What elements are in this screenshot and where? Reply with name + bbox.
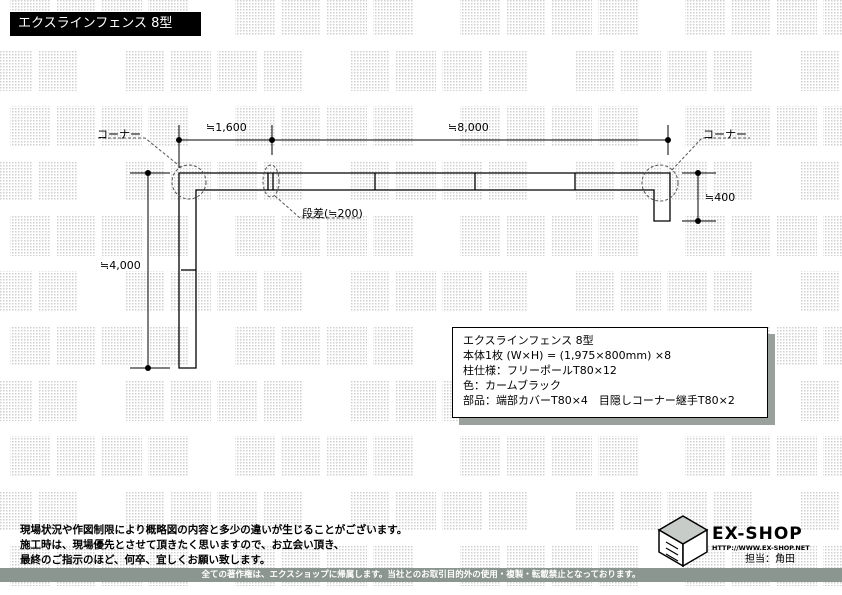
watermark-mark <box>235 436 413 476</box>
dim-right: ≒400 <box>705 191 736 204</box>
watermark-mark <box>800 271 840 311</box>
watermark-mark <box>125 491 303 531</box>
dim-top-left: ≒1,600 <box>206 121 247 134</box>
watermark-mark <box>10 216 188 256</box>
note-line: 現場状況や作図制限により概略図の内容と多少の違いが生じることがございます。 <box>20 524 408 536</box>
spec-line: 本体1枚 (W×H) = (1,975×800mm) ×8 <box>463 349 672 362</box>
spec-line: エクスラインフェンス 8型 <box>463 334 594 347</box>
watermark-mark <box>125 161 303 201</box>
logo-brand: EX-SHOP <box>712 524 803 544</box>
watermark-mark <box>685 216 842 256</box>
fence-outline <box>178 172 671 369</box>
watermark-mark <box>235 106 413 146</box>
watermark-mark <box>350 51 528 91</box>
watermark-mark <box>350 271 528 311</box>
watermark-mark <box>575 51 753 91</box>
watermark-mark <box>685 106 842 146</box>
watermark-mark <box>800 381 840 421</box>
corner-circle-right <box>641 164 679 202</box>
spec-line: 部品：端部カバーT80×4 目隠しコーナー継手T80×2 <box>463 394 735 407</box>
logo-url: HTTP://WWW.EX-SHOP.NET <box>712 544 810 552</box>
corner-label-right: コーナー <box>703 128 747 141</box>
watermark-mark <box>0 271 78 311</box>
watermark-mark <box>800 51 840 91</box>
watermark-mark <box>235 326 413 366</box>
note-line: 最終のご指示のほど、何卒、宜しくお願い致します。 <box>20 554 271 566</box>
watermark-mark <box>685 436 842 476</box>
watermark-mark <box>350 161 528 201</box>
watermark-mark <box>10 326 188 366</box>
watermark-mark <box>125 271 303 311</box>
page-title: エクスラインフェンス 8型 <box>10 12 201 36</box>
step-label: 段差(≒200) <box>302 207 363 220</box>
watermark-mark <box>460 216 638 256</box>
corner-label-left: コーナー <box>97 128 141 141</box>
dim-left: ≒4,000 <box>100 259 141 272</box>
spec-box: エクスラインフェンス 8型 本体1枚 (W×H) = (1,975×800mm)… <box>452 327 768 418</box>
watermark-mark <box>0 381 78 421</box>
watermark-mark <box>0 491 78 531</box>
watermark-mark <box>235 0 413 36</box>
logo: EX-SHOP HTTP://WWW.EX-SHOP.NET <box>712 524 810 553</box>
copyright-footer: 全ての著作権は、エクスショップに帰属します。当社とのお取引目的外の使用・複製・転… <box>0 568 842 582</box>
disclaimer-notes: 現場状況や作図制限により概略図の内容と多少の違いが生じることがございます。 施工… <box>20 523 407 568</box>
watermark-mark <box>350 491 528 531</box>
staff-label: 担当：角田 <box>745 554 795 565</box>
watermark-mark <box>460 106 638 146</box>
watermark-mark <box>10 106 188 146</box>
watermark-mark <box>125 51 303 91</box>
watermark-mark <box>0 161 78 201</box>
watermark-mark <box>10 436 188 476</box>
dim-top-main: ≒8,000 <box>448 121 489 134</box>
watermark-mark <box>125 381 303 421</box>
watermark-mark <box>575 271 753 311</box>
watermark-mark <box>235 216 413 256</box>
corner-circle-left <box>171 164 207 200</box>
watermark-mark <box>800 491 840 531</box>
spec-line: 柱仕様：フリーポールT80×12 <box>463 364 617 377</box>
watermark-mark <box>575 491 753 531</box>
watermark-mark <box>685 0 842 36</box>
spec-line: 色：カームブラック <box>463 379 562 392</box>
watermark-mark <box>0 51 78 91</box>
step-ellipse <box>262 164 280 198</box>
watermark-mark <box>460 0 638 36</box>
logo-icon <box>657 515 709 568</box>
watermark-mark <box>800 161 840 201</box>
note-line: 施工時は、現場優先とさせて頂きたく思いますので、お立会い頂き、 <box>20 539 345 551</box>
watermark-mark <box>460 436 638 476</box>
